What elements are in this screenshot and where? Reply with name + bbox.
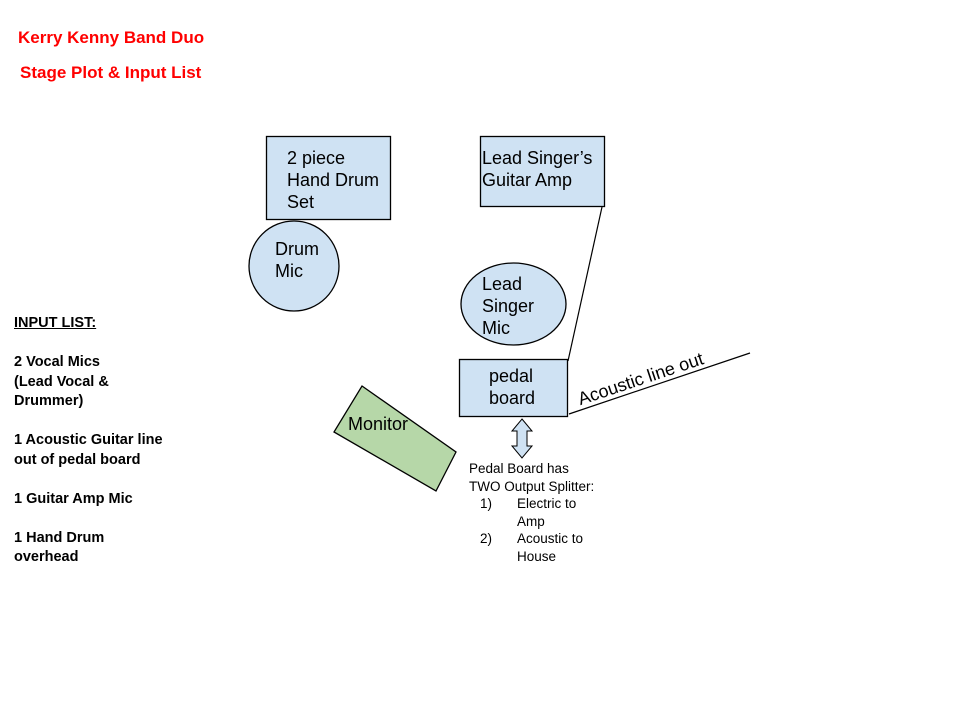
- text-line: House: [517, 548, 557, 564]
- acoustic-line: [568, 352, 751, 415]
- note-item: 2) Acoustic to House: [469, 530, 649, 565]
- input-list-item: 2 Vocal Mics (Lead Vocal & Drummer): [14, 353, 163, 412]
- text-line: Set: [287, 192, 315, 212]
- text-line: Guitar Amp: [482, 170, 573, 190]
- lead-mic-ellipse: [460, 262, 567, 346]
- text-line: out of pedal board: [14, 451, 141, 468]
- text-line: overhead: [14, 549, 79, 565]
- pedal-board-box: [458, 358, 569, 418]
- drum-mic-label: Drum Mic: [275, 238, 319, 282]
- amp-cable-line: [567, 206, 603, 362]
- drum-set-box: [265, 135, 392, 221]
- text-line: 2 Vocal Mics: [14, 354, 100, 370]
- input-list-item: 1 Hand Drum overhead: [14, 529, 163, 568]
- text-line: board: [489, 388, 536, 408]
- note-item: 1) Electric to Amp: [469, 495, 649, 530]
- text-line: (Lead Vocal &: [14, 373, 109, 390]
- text-line: Singer: [482, 296, 535, 316]
- note-item-text: Electric to Amp: [517, 495, 576, 530]
- drum-set-label: 2 piece Hand Drum Set: [287, 147, 379, 213]
- text-line: 1 Acoustic Guitar line: [14, 432, 163, 448]
- input-list: INPUT LIST: 2 Vocal Mics (Lead Vocal & D…: [14, 314, 163, 568]
- text-line: Mic: [275, 261, 303, 281]
- monitor-label: Monitor: [348, 414, 409, 434]
- text-line: Drummer): [14, 393, 84, 409]
- text-line: Drum: [275, 239, 319, 259]
- text-line: Hand Drum: [287, 170, 380, 190]
- page-title: Kerry Kenny Band Duo: [18, 28, 205, 47]
- text-line: Lead: [482, 274, 523, 294]
- text-line: Lead Singer’s: [482, 148, 593, 168]
- page-subtitle: Stage Plot & Input List: [20, 63, 202, 82]
- input-list-item: 1 Guitar Amp Mic: [14, 490, 163, 510]
- note-item-number: 2): [480, 531, 493, 546]
- note-item-text: Acoustic to House: [517, 530, 583, 565]
- guitar-amp-label: Lead Singer’s Guitar Amp: [482, 147, 592, 191]
- input-list-heading: INPUT LIST:: [14, 315, 97, 331]
- text-line: 1 Hand Drum: [14, 529, 105, 546]
- text-line: Amp: [517, 513, 545, 529]
- input-list-item: 1 Acoustic Guitar line out of pedal boar…: [14, 431, 163, 470]
- text-line: Electric to: [517, 496, 577, 511]
- note-item-number: 1): [480, 496, 493, 511]
- text-line: Acoustic to: [517, 531, 584, 546]
- text-line: 2 piece: [287, 148, 346, 168]
- guitar-amp-box: [479, 135, 606, 208]
- lead-mic-label: Lead Singer Mic: [482, 273, 534, 339]
- pedal-board-note: Pedal Board has TWO Output Splitter: 1) …: [469, 460, 649, 565]
- text-line: 1 Guitar Amp Mic: [14, 490, 133, 507]
- note-line: TWO Output Splitter:: [469, 478, 595, 494]
- text-line: Mic: [482, 318, 510, 338]
- monitor-wedge: [333, 385, 457, 492]
- drum-mic-circle: [248, 220, 340, 312]
- double-arrow-icon: [510, 418, 534, 459]
- pedal-board-label: pedal board: [489, 365, 535, 409]
- note-line: Pedal Board has: [469, 461, 569, 476]
- text-line: pedal: [489, 366, 534, 386]
